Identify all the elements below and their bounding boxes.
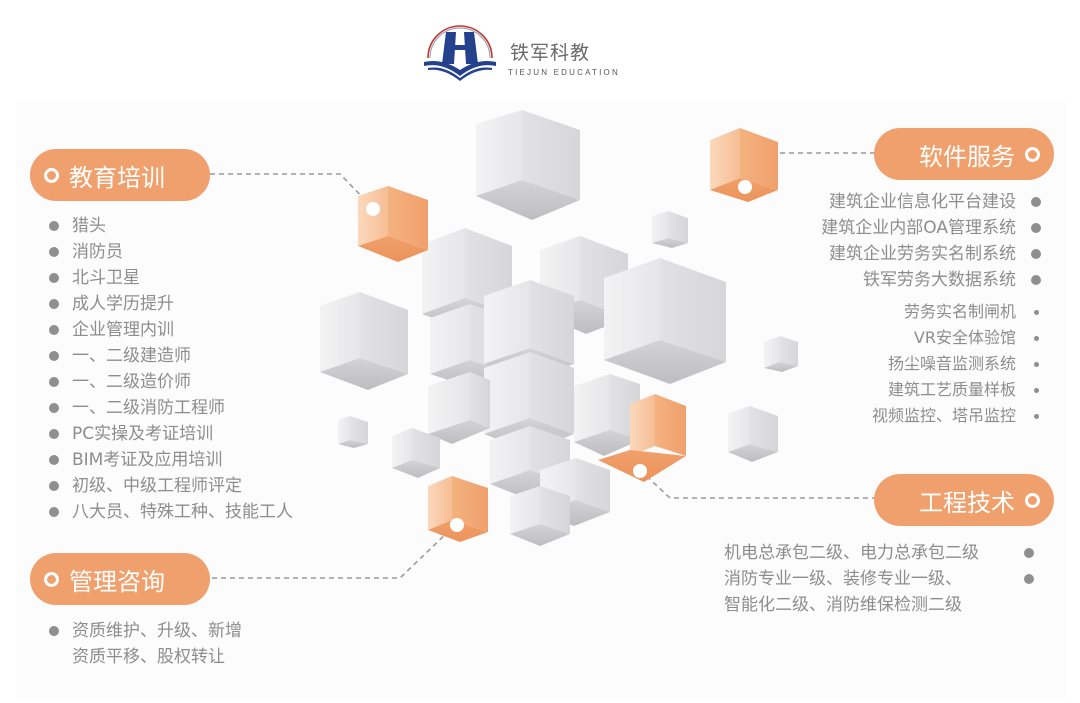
list-item: 北斗卫星 xyxy=(46,265,293,291)
list-item: PC实操及考证培训 xyxy=(46,421,293,447)
section-title-engineering: 工程技术 xyxy=(919,488,1015,517)
list-item: 建筑企业信息化平台建设 xyxy=(821,189,1044,215)
list-item: 建筑企业内部OA管理系统 xyxy=(821,215,1044,241)
section-title-software: 软件服务 xyxy=(919,142,1015,171)
ring-icon xyxy=(1025,492,1040,508)
list-item: 资质维护、升级、新增 xyxy=(46,618,242,644)
list-item: 扬尘噪音监测系统 xyxy=(872,351,1044,377)
gray-cubes xyxy=(320,110,798,546)
bullet-icon xyxy=(49,221,59,231)
education-list: 猎头 消防员 北斗卫星 成人学历提升 企业管理内训 一、二级建造师 一、二级造价… xyxy=(46,213,293,525)
list-item: 初级、中级工程师评定 xyxy=(46,473,293,499)
list-item: 一、二级造价师 xyxy=(46,369,293,395)
orange-cubes xyxy=(358,128,778,542)
bullet-icon xyxy=(1031,275,1041,285)
list-item: 铁军劳务大数据系统 xyxy=(821,267,1044,293)
list-item: 建筑工艺质量样板 xyxy=(872,377,1044,403)
bullet-icon xyxy=(49,481,59,491)
list-item: 消防员 xyxy=(46,239,293,265)
brand-logo: 铁军科教 TIEJUN EDUCATION xyxy=(420,18,620,84)
section-pill-software: 软件服务 xyxy=(874,128,1054,180)
section-title-education: 教育培训 xyxy=(69,163,165,192)
bullet-icon xyxy=(49,377,59,387)
list-item: VR安全体验馆 xyxy=(872,325,1044,351)
management-list: 资质维护、升级、新增 资质平移、股权转让 xyxy=(46,618,242,670)
brand-name-cn: 铁军科教 xyxy=(510,42,591,64)
building-book-arch-logo-icon xyxy=(424,25,496,81)
list-item-continuation: 资质平移、股权转让 xyxy=(72,647,225,667)
small-bullet-icon xyxy=(1034,388,1039,393)
bullet-icon xyxy=(49,429,59,439)
small-bullet-icon xyxy=(1034,310,1039,315)
ring-icon xyxy=(1025,146,1040,162)
list-item: 猎头 xyxy=(46,213,293,239)
list-item: 成人学历提升 xyxy=(46,291,293,317)
bullet-icon xyxy=(49,273,59,283)
bullet-icon xyxy=(49,325,59,335)
list-item: BIM考证及应用培训 xyxy=(46,447,293,473)
section-pill-education: 教育培训 xyxy=(30,149,210,201)
software-sublist: 劳务实名制闸机 VR安全体验馆 扬尘噪音监测系统 建筑工艺质量样板 视频监控、塔… xyxy=(872,299,1044,429)
bullet-icon xyxy=(1024,574,1034,584)
connector-engineering xyxy=(639,469,875,499)
list-item: 劳务实名制闸机 xyxy=(872,299,1044,325)
list-item: 机电总承包二级、电力总承包二级 xyxy=(724,543,979,563)
bullet-icon xyxy=(49,455,59,465)
list-item: 一、二级消防工程师 xyxy=(46,395,293,421)
section-pill-management: 管理咨询 xyxy=(30,553,210,605)
bullet-icon xyxy=(1031,223,1041,233)
small-bullet-icon xyxy=(1034,362,1039,367)
bullet-icon xyxy=(49,247,59,257)
list-item: 建筑企业劳务实名制系统 xyxy=(821,241,1044,267)
bullet-icon xyxy=(1031,249,1041,259)
bullet-icon xyxy=(49,403,59,413)
section-pill-engineering: 工程技术 xyxy=(874,474,1054,526)
list-item: 视频监控、塔吊监控 xyxy=(872,403,1044,429)
section-title-management: 管理咨询 xyxy=(69,567,165,596)
engineering-list: 机电总承包二级、电力总承包二级 消防专业一级、装修专业一级、 智能化二级、消防维… xyxy=(724,540,1044,618)
ring-icon xyxy=(44,167,59,183)
connector-education xyxy=(210,173,371,206)
bullet-icon xyxy=(1024,548,1034,558)
list-item: 八大员、特殊工种、技能工人 xyxy=(46,499,293,525)
list-item: 一、二级建造师 xyxy=(46,343,293,369)
bullet-icon xyxy=(49,351,59,361)
small-bullet-icon xyxy=(1034,414,1039,419)
list-item-continuation: 智能化二级、消防维保检测二级 xyxy=(724,595,962,615)
list-item: 企业管理内训 xyxy=(46,317,293,343)
bullet-icon xyxy=(1031,197,1041,207)
bullet-icon xyxy=(49,626,59,636)
small-bullet-icon xyxy=(1034,336,1039,341)
connector-management xyxy=(212,529,451,579)
ring-icon xyxy=(44,571,59,587)
bullet-icon xyxy=(49,299,59,309)
bullet-icon xyxy=(49,507,59,517)
brand-name-en: TIEJUN EDUCATION xyxy=(508,68,620,77)
list-item: 消防专业一级、装修专业一级、 xyxy=(724,569,962,589)
software-list: 建筑企业信息化平台建设 建筑企业内部OA管理系统 建筑企业劳务实名制系统 铁军劳… xyxy=(821,189,1044,293)
